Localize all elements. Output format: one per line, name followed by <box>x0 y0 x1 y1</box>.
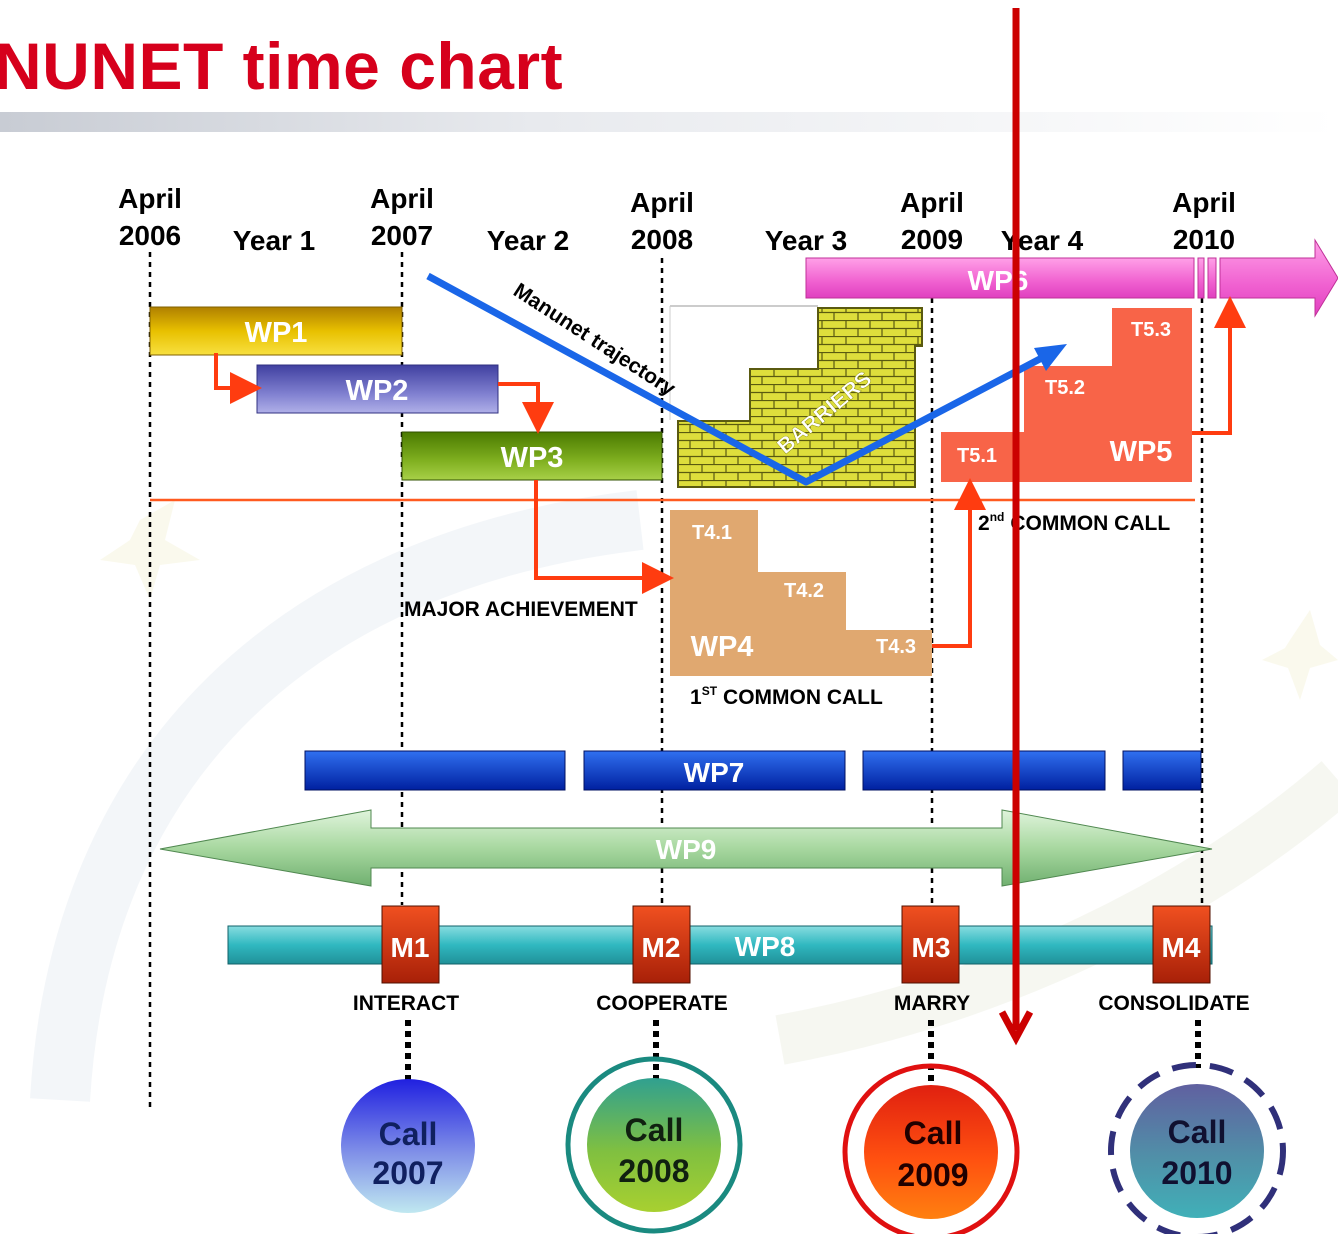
milestone-m2-label: COOPERATE <box>596 992 727 1015</box>
call-2007-word: Call <box>379 1116 438 1152</box>
call-2010-word: Call <box>1168 1114 1227 1150</box>
wp6-arrow: WP6 <box>805 238 1338 318</box>
date-month-2008: April <box>630 187 694 218</box>
call-2007: Call 2007 <box>341 1079 475 1213</box>
milestone-m3-box <box>901 905 960 984</box>
milestone-m4-label: CONSOLIDATE <box>1098 992 1249 1015</box>
arrow-wp2-wp3 <box>498 382 554 434</box>
major-achievement-label: MAJOR ACHIEVEMENT <box>404 598 638 621</box>
year-3-label: Year 3 <box>765 225 848 256</box>
milestone-m1-box <box>381 905 440 984</box>
year-2-label: Year 2 <box>487 225 570 256</box>
date-month-2010: April <box>1172 187 1236 218</box>
date-year-2008: 2008 <box>631 224 693 255</box>
milestone-m4-box <box>1152 905 1211 984</box>
task-t53: T5.3 <box>1131 319 1171 341</box>
arrow-wp3-wp4 <box>534 480 674 594</box>
call-2008-word: Call <box>625 1112 684 1148</box>
date-month-2006: April <box>118 183 182 214</box>
header-band <box>0 112 1338 132</box>
wp4-label: WP4 <box>691 631 754 663</box>
wp7-bar: WP7 <box>304 750 1202 791</box>
wp9-arrow: WP9 <box>159 809 1213 887</box>
wp8-bar: WP8 <box>227 925 1213 965</box>
wp9-label: WP9 <box>656 834 717 865</box>
second-call-text: COMMON CALL <box>1010 512 1170 535</box>
call-2009-word: Call <box>904 1115 963 1151</box>
milestone-m4: M4 <box>1162 932 1201 963</box>
first-call-sup: ST <box>702 684 718 698</box>
page-title: NUNET time chart <box>0 29 564 103</box>
wp2-bar: WP2 <box>256 364 499 414</box>
flow-arrows <box>214 296 1246 648</box>
arrow-wp4-wp5 <box>932 478 986 648</box>
call-2009: Call 2009 <box>842 1063 1020 1234</box>
date-month-2007: April <box>370 183 434 214</box>
milestone-m2-box <box>632 905 691 984</box>
second-call-num: 2 <box>978 512 990 535</box>
first-call-text: COMMON CALL <box>723 686 883 709</box>
wp3-bar: WP3 <box>401 431 663 481</box>
wp4-block: T4.1 T4.2 T4.3 WP4 <box>670 510 932 676</box>
arrow-wp1-wp2 <box>214 353 262 404</box>
wp5-label: WP5 <box>1110 436 1173 468</box>
first-call-num: 1 <box>690 686 702 709</box>
call-connectors <box>405 1020 1201 1082</box>
second-common-call-label: 2nd COMMON CALL <box>978 510 1170 535</box>
task-t43: T4.3 <box>876 636 916 658</box>
wp8-label: WP8 <box>735 931 796 962</box>
arrow-wp5-wp6 <box>1192 296 1246 435</box>
wp2-label: WP2 <box>346 375 409 407</box>
year-1-label: Year 1 <box>233 225 316 256</box>
task-t42: T4.2 <box>784 580 824 602</box>
milestones: M1 M2 M3 M4 INTERACT COOPERATE MARRY CON… <box>353 905 1250 1015</box>
wp3-label: WP3 <box>501 442 564 474</box>
wp7-label: WP7 <box>684 757 745 788</box>
call-2008-year: 2008 <box>618 1153 689 1189</box>
now-indicator <box>998 8 1034 1046</box>
first-common-call-label: 1ST COMMON CALL <box>690 684 883 709</box>
date-year-2007: 2007 <box>371 220 433 251</box>
milestone-m2: M2 <box>642 932 681 963</box>
milestone-m1-label: INTERACT <box>353 992 459 1015</box>
call-2008: Call 2008 <box>565 1056 743 1234</box>
wp5-block: T5.1 T5.2 T5.3 WP5 <box>941 308 1192 482</box>
timeline-header: April 2006 April 2007 April 2008 April 2… <box>118 183 1236 256</box>
task-t51: T5.1 <box>957 445 997 467</box>
call-2010: Call 2010 <box>1108 1062 1286 1234</box>
call-2007-year: 2007 <box>372 1155 443 1191</box>
date-year-2006: 2006 <box>119 220 181 251</box>
date-year-2009: 2009 <box>901 224 963 255</box>
milestone-m1: M1 <box>391 932 430 963</box>
second-call-sup: nd <box>990 510 1005 524</box>
date-month-2009: April <box>900 187 964 218</box>
milestone-m3: M3 <box>912 932 951 963</box>
date-year-2010: 2010 <box>1173 224 1235 255</box>
task-t52: T5.2 <box>1045 377 1085 399</box>
call-2010-year: 2010 <box>1161 1155 1232 1191</box>
barrier-wall: BARRIERS <box>669 305 923 488</box>
call-2009-year: 2009 <box>897 1157 968 1193</box>
wp1-label: WP1 <box>245 317 308 349</box>
task-t41: T4.1 <box>692 522 732 544</box>
milestone-m3-label: MARRY <box>894 992 970 1015</box>
wp1-bar: WP1 <box>149 306 403 356</box>
